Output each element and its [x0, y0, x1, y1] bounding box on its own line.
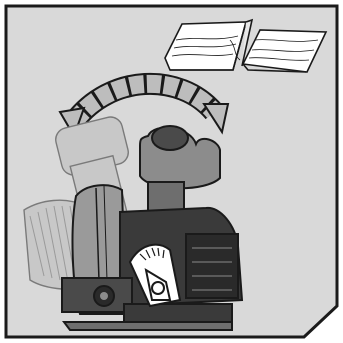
illustration-canvas	[0, 0, 343, 343]
instruction-illustration	[0, 0, 343, 343]
